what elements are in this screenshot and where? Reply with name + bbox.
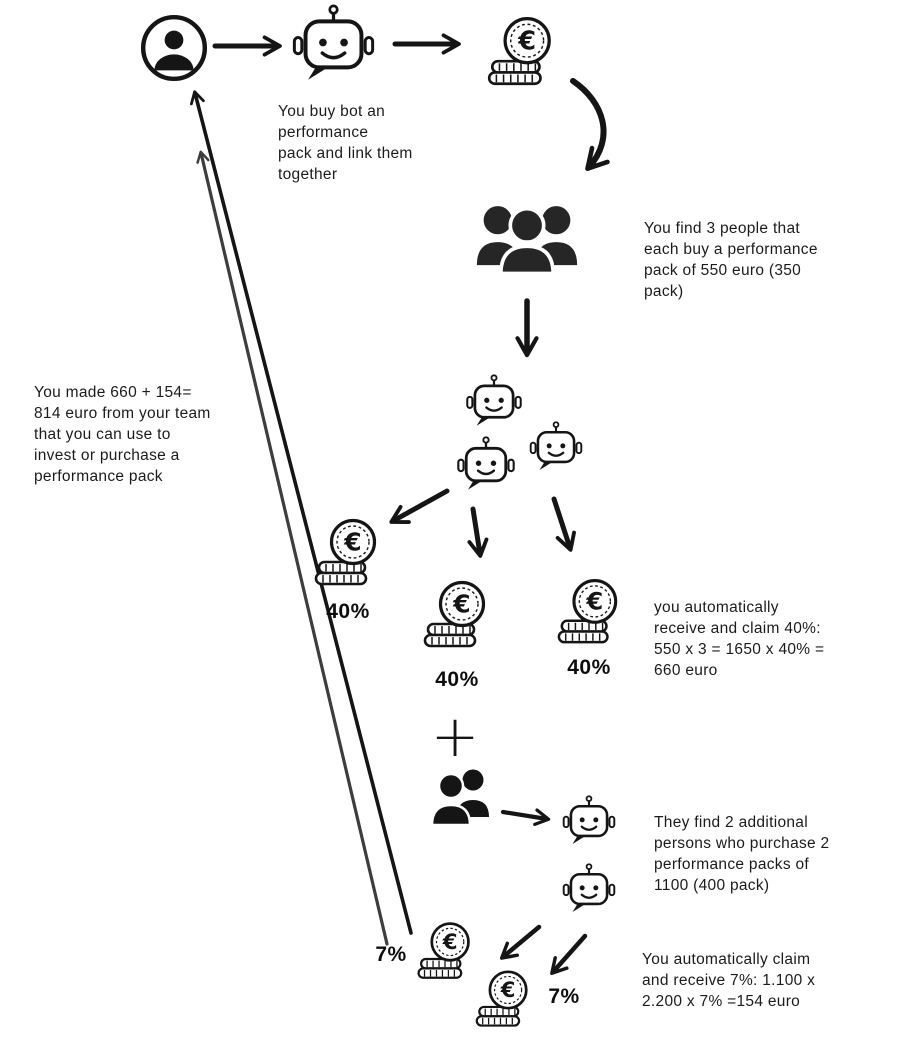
robot-icon (454, 436, 518, 494)
arrow-bot-to-coin7-left (499, 924, 542, 960)
euro-coin-stack-icon (422, 574, 490, 660)
euro-coin-stack-icon (486, 14, 556, 94)
plus-sign: + (430, 702, 480, 770)
annotation-team-earnings: You made 660 + 154= 814 euro from your t… (34, 384, 211, 486)
annotation-find-two-more: They find 2 additional persons who purch… (654, 814, 830, 895)
annotation-find-three: You find 3 people that each buy a perfor… (644, 220, 818, 301)
robot-icon (560, 795, 618, 848)
annotation-claim-seven: You automatically claim and receive 7%: … (642, 951, 816, 1011)
two-people-icon (429, 764, 495, 830)
arrow-bots-to-coin-right (551, 496, 576, 552)
percent-label-forty-right: 40% (567, 656, 611, 679)
arrow-bots-to-coin-left (389, 488, 450, 524)
euro-coin-stack-icon (416, 918, 474, 988)
euro-coin-stack-icon (313, 513, 381, 597)
arrow-coins-to-group (570, 78, 610, 172)
robot-icon (527, 421, 585, 474)
arrow-bots-to-coin-mid (467, 506, 489, 558)
percent-label-forty-middle: 40% (435, 668, 479, 691)
robot-icon (463, 374, 525, 430)
euro-coin-stack-icon (474, 968, 532, 1034)
annotation-claim-forty: you automatically receive and claim 40%:… (654, 599, 825, 680)
arrow-bot-to-coin7-right (550, 933, 588, 976)
percent-label-seven-right: 7% (548, 985, 580, 1008)
three-people-icon (472, 192, 582, 286)
arrow-group2-to-bot (500, 808, 551, 826)
person-icon (140, 14, 208, 82)
percent-label-forty-left: 40% (326, 600, 370, 623)
percent-label-seven-left: 7% (375, 943, 407, 966)
euro-coin-stack-icon (556, 574, 622, 654)
robot-icon (287, 4, 380, 86)
robot-icon (560, 863, 618, 916)
annotation-buy-bot: You buy bot an performance pack and link… (278, 103, 413, 184)
